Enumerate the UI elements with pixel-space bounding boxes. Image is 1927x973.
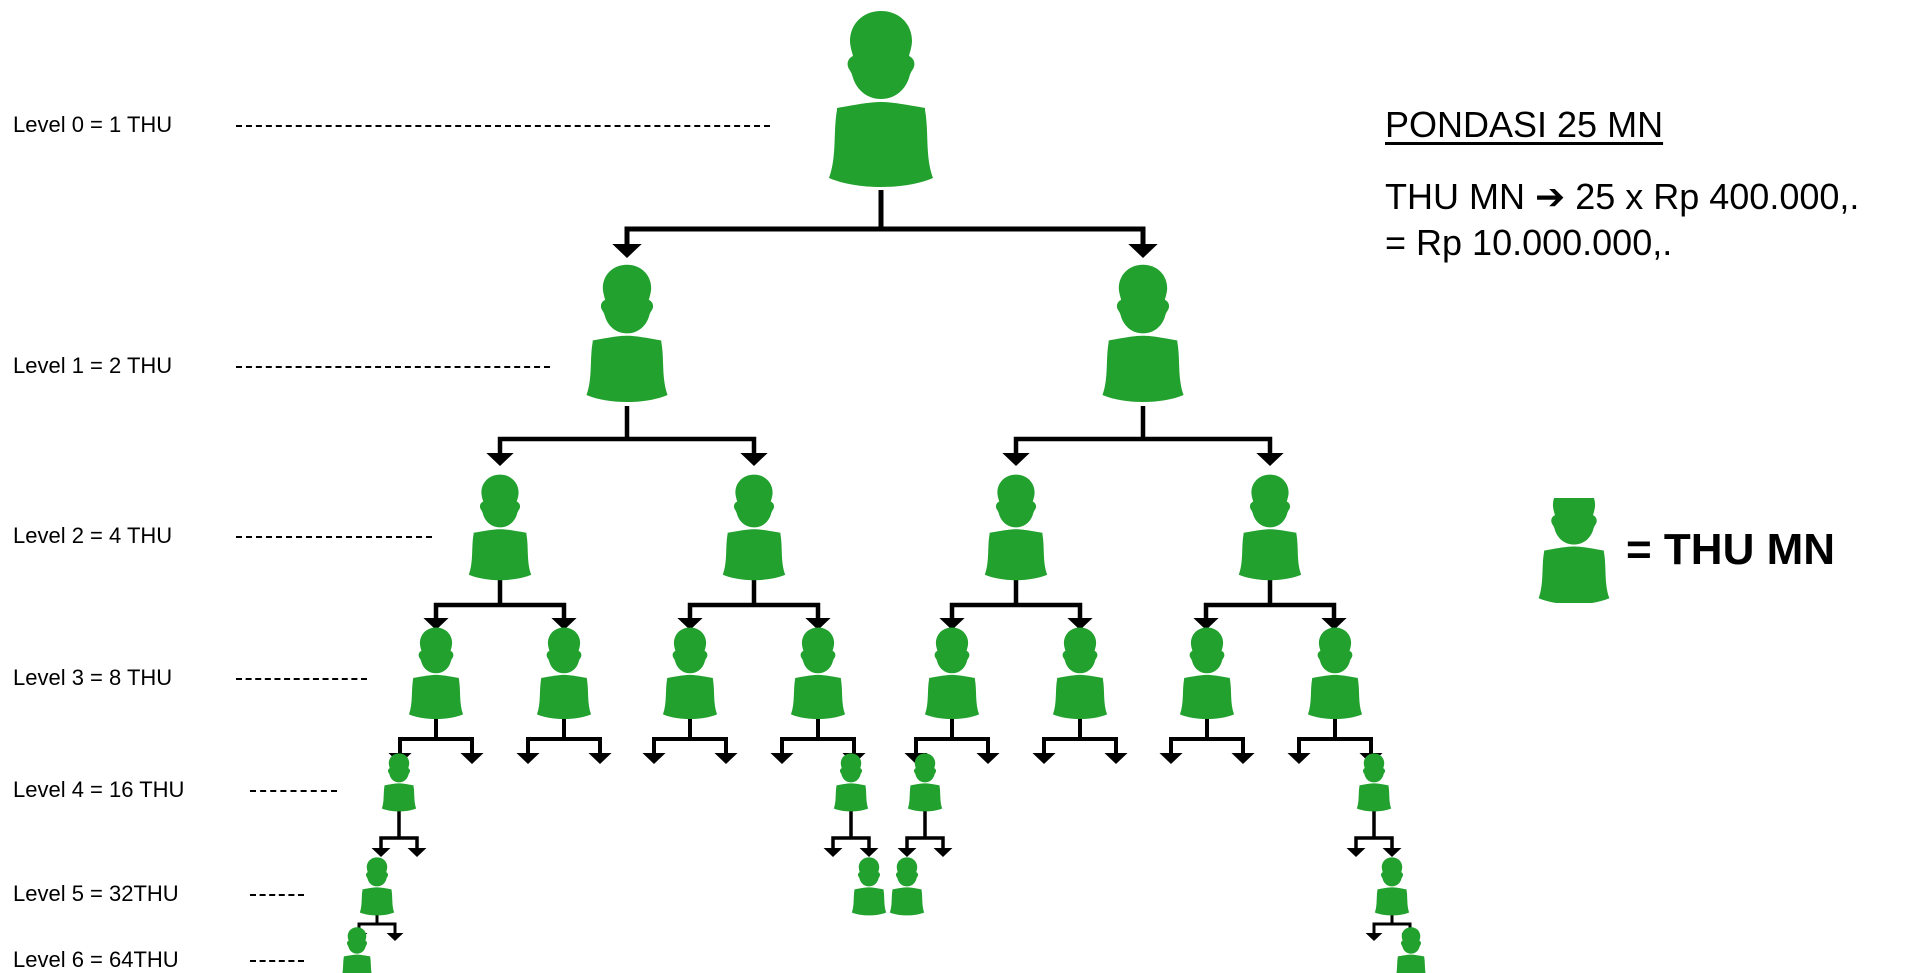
person-level-3-1: [536, 627, 592, 720]
person-level-3-4: [924, 627, 980, 720]
connector-level-4-0: [371, 808, 427, 857]
connector-level-1-1: [1002, 406, 1284, 466]
person-level-1-1: [1102, 264, 1184, 403]
level-label-2: Level 2 = 4 THU: [13, 523, 173, 548]
person-level-1-0: [586, 264, 668, 403]
person-level-6-1: [1395, 927, 1427, 973]
connector-level-1-0: [486, 406, 768, 466]
people-layer: [341, 11, 1427, 973]
person-level-2-0: [468, 474, 532, 581]
level-label-5: Level 5 = 32THU: [13, 881, 179, 906]
person-level-0: [829, 11, 933, 187]
person-level-2-3: [1238, 474, 1302, 581]
info-line-1: THU MN ➔ 25 x Rp 400.000,.: [1385, 174, 1859, 220]
person-level-4-3: [1356, 753, 1392, 812]
info-panel: PONDASI 25 MN THU MN ➔ 25 x Rp 400.000,.…: [1385, 102, 1859, 266]
person-level-6-0: [341, 927, 373, 973]
connector-level-4-2: [897, 808, 953, 857]
connector-level-3-2: [642, 717, 738, 764]
person-level-3-3: [790, 627, 846, 720]
info-line-2: = Rp 10.000.000,.: [1385, 222, 1673, 263]
person-level-5-1: [851, 857, 887, 916]
person-level-2-1: [722, 474, 786, 581]
connector-level-3-6: [1159, 717, 1255, 764]
legend-person-icon: [1538, 498, 1610, 603]
level-leader-line-4: [250, 790, 337, 792]
level-leader-line-6: [250, 960, 304, 962]
person-level-4-1: [833, 753, 869, 812]
person-level-5-0: [359, 857, 395, 916]
info-title: PONDASI 25 MN: [1385, 104, 1664, 145]
connector-level-4-1: [823, 808, 879, 857]
person-level-3-0: [408, 627, 464, 720]
connectors-layer: [350, 190, 1419, 941]
level-label-3: Level 3 = 8 THU: [13, 665, 173, 690]
info-line-1-prefix: THU MN: [1385, 176, 1525, 217]
person-level-4-2: [907, 753, 943, 812]
person-level-2-2: [984, 474, 1048, 581]
connector-level-0: [612, 190, 1158, 258]
level-leader-line-1: [236, 366, 550, 368]
person-level-4-0: [381, 753, 417, 812]
level-leader-line-3: [236, 678, 367, 680]
level-leader-line-0: [236, 125, 770, 127]
arrow-right-icon: ➔: [1535, 176, 1566, 217]
level-label-0: Level 0 = 1 THU: [13, 112, 173, 137]
level-label-1: Level 1 = 2 THU: [13, 353, 173, 378]
person-level-5-3: [1374, 857, 1410, 916]
person-level-3-5: [1052, 627, 1108, 720]
info-line-1-suffix: 25 x Rp 400.000,.: [1575, 176, 1860, 217]
person-level-3-6: [1179, 627, 1235, 720]
connector-level-4-3: [1346, 808, 1402, 857]
person-level-3-2: [662, 627, 718, 720]
person-level-3-7: [1307, 627, 1363, 720]
level-leader-line-2: [236, 536, 432, 538]
connector-level-3-5: [1032, 717, 1128, 764]
person-level-5-2: [889, 857, 925, 916]
legend: = THU MN: [1528, 498, 1888, 603]
legend-text: = THU MN: [1626, 525, 1835, 574]
connector-level-3-1: [516, 717, 612, 764]
level-leader-line-5: [250, 894, 304, 896]
level-label-6: Level 6 = 64THU: [13, 947, 179, 972]
level-label-4: Level 4 = 16 THU: [13, 777, 185, 802]
